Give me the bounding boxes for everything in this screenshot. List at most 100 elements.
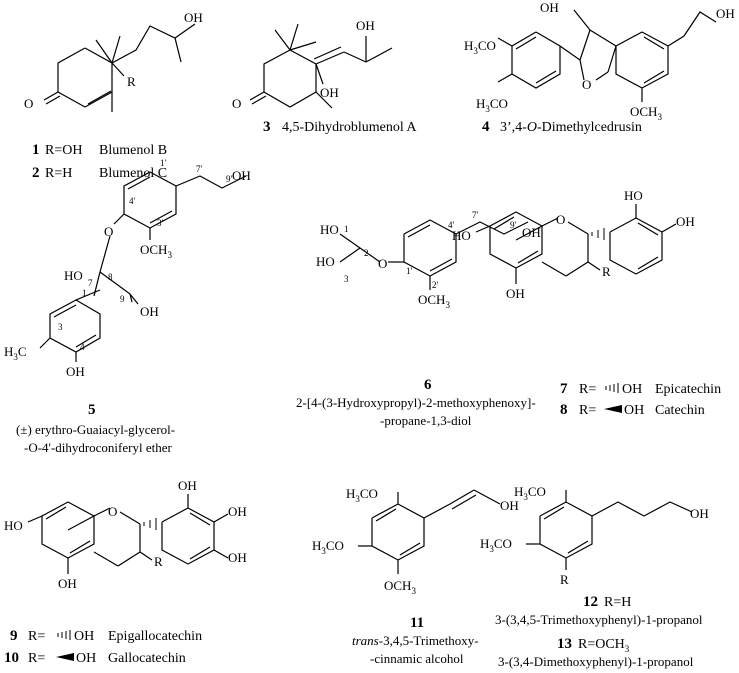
compound-number-10: 10 bbox=[4, 650, 19, 666]
compound-number-13: 13 bbox=[557, 636, 572, 652]
methoxy-label-5: OCH3 bbox=[384, 578, 416, 596]
locant-2: 2 bbox=[364, 248, 369, 258]
hydroxyl-label: OH bbox=[232, 168, 251, 183]
hydroxyl-label: OH bbox=[540, 0, 559, 15]
hydroxyl-label-3p: HO bbox=[624, 188, 643, 203]
compound-name-2: Blumenol C bbox=[99, 166, 167, 181]
structure-blumenol: O OH R bbox=[24, 10, 203, 112]
methoxy-label: OCH3 bbox=[418, 292, 450, 310]
compound-name-5-line2: -O-4'-dihydroconiferyl ether bbox=[24, 440, 172, 455]
hydroxyl-label-7: HO bbox=[452, 228, 471, 243]
compound-12-caption: 12 R=H 3-(3,4,5-Trimethoxyphenyl)-1-prop… bbox=[495, 594, 703, 627]
hydroxyl-label-chain: OH bbox=[716, 6, 735, 21]
compound-label-2: R=H bbox=[45, 166, 72, 181]
compound-number-3: 3 bbox=[263, 119, 271, 135]
ring-oxygen-label: O bbox=[556, 212, 565, 227]
compound-13-caption: 13 R=OCH3 3-(3,4-Dimethoxyphenyl)-1-prop… bbox=[498, 636, 694, 669]
compound-number-8: 8 bbox=[560, 402, 568, 418]
compound-group-7: OH bbox=[622, 382, 642, 397]
compound-name-3: 4,5-Dihydroblumenol A bbox=[282, 120, 417, 135]
locant-7p: 7' bbox=[196, 164, 203, 174]
compound-10-caption: 10 R= OH Gallocatechin bbox=[4, 650, 186, 666]
locant-1p: 1' bbox=[160, 158, 167, 168]
hydroxyl-label: OH bbox=[356, 18, 375, 33]
locant-1: 1 bbox=[344, 224, 349, 234]
ring-oxygen-label: O bbox=[108, 504, 117, 519]
compound-name-13: 3-(3,4-Dimethoxyphenyl)-1-propanol bbox=[498, 654, 694, 669]
compound-name-1: Blumenol B bbox=[99, 143, 167, 158]
r-group-label: R bbox=[154, 554, 163, 569]
compound-name-12: 3-(3,4,5-Trimethoxyphenyl)-1-propanol bbox=[495, 612, 703, 627]
methoxy-label-3p: OCH3 bbox=[140, 242, 172, 260]
compound-label-13: R=OCH3 bbox=[578, 637, 630, 654]
locant-3p: 3' bbox=[157, 218, 164, 228]
compound-label-10: R= bbox=[28, 651, 45, 666]
carbonyl-oxygen-label: O bbox=[24, 96, 33, 111]
hydroxyl-label: OH bbox=[690, 506, 709, 521]
compound-number-1: 1 bbox=[32, 142, 40, 158]
structure-trimethoxyphenyl-propanol: OH H3CO H3CO R bbox=[480, 484, 709, 587]
locant-3: 3 bbox=[58, 322, 63, 332]
structure-dihydroblumenol: O OH OH bbox=[232, 18, 393, 111]
compound-9-caption: 9 R= OH Epigallocatechin bbox=[10, 628, 202, 644]
methoxy-label-3: H3CO bbox=[346, 486, 378, 504]
hydroxyl-label-7: HO bbox=[64, 268, 83, 283]
compound-number-11: 11 bbox=[410, 615, 424, 631]
wedge-bond-icon bbox=[604, 405, 622, 413]
r-group-label: R bbox=[560, 572, 569, 587]
methoxy-label-3: H3CO bbox=[514, 484, 546, 502]
hydroxyl-label-1: HO bbox=[320, 222, 339, 237]
hydroxyl-label-5: OH bbox=[506, 286, 525, 301]
locant-1: 1 bbox=[82, 288, 87, 298]
locant-9: 9 bbox=[120, 294, 125, 304]
hydroxyl-label-7: HO bbox=[4, 518, 23, 533]
hydroxyl-label-3p: OH bbox=[178, 478, 197, 493]
locant-9p: 9' bbox=[226, 174, 233, 184]
compound-label-8: R= bbox=[579, 403, 596, 418]
locant-4: 4 bbox=[80, 342, 85, 352]
locant-2p: 2' bbox=[432, 280, 439, 290]
compound-name-10: Gallocatechin bbox=[108, 651, 186, 666]
hydroxyl-label-3: HO bbox=[316, 254, 335, 269]
hydroxyl-label-5: OH bbox=[58, 576, 77, 591]
structure-trimethoxycinnamic-alcohol: OH H3CO H3CO OCH3 bbox=[312, 486, 519, 596]
compound-number-7: 7 bbox=[560, 381, 568, 397]
compound-name-4: 3’,4-O-Dimethylcedrusin bbox=[500, 120, 642, 135]
compound-name-9: Epigallocatechin bbox=[108, 629, 202, 644]
compound-7-caption: 7 R= OH Epicatechin bbox=[560, 381, 721, 397]
methoxy-label-7: OCH3 bbox=[630, 104, 662, 122]
structure-guaiacylglycerol-ether: OH O HO OH OH OCH3 H3C 1' 7' 9' 4' 3' 7 … bbox=[4, 158, 251, 379]
compound-number-6: 6 bbox=[424, 377, 432, 393]
compound-name-8: Catechin bbox=[655, 403, 705, 418]
methoxy-label-3p: H3CO bbox=[476, 96, 508, 114]
hydroxyl-label-ring: OH bbox=[320, 85, 339, 100]
carbonyl-oxygen-label: O bbox=[232, 96, 241, 111]
hydroxyl-label-4: OH bbox=[66, 364, 85, 379]
hydroxyl-label-5p: OH bbox=[228, 550, 247, 565]
r-group-label: R bbox=[602, 264, 611, 279]
locant-4p: 4' bbox=[448, 220, 455, 230]
wedge-bond-icon bbox=[56, 653, 74, 661]
ether-oxygen-label: O bbox=[104, 224, 113, 239]
methoxy-label-3: H3C bbox=[4, 344, 27, 362]
locant-9p: 9' bbox=[510, 220, 517, 230]
compound-name-7: Epicatechin bbox=[655, 382, 721, 397]
locant-3: 3 bbox=[344, 274, 349, 284]
compound-name-6-line1: 2-[4-(3-Hydroxypropyl)-2-methoxyphenoxy]… bbox=[296, 395, 536, 410]
locant-4p: 4' bbox=[129, 196, 136, 206]
compound-number-12: 12 bbox=[583, 594, 598, 610]
structure-dimethylcedrusin: OH OH O H3CO H3CO OCH3 bbox=[464, 0, 735, 122]
compound-number-5: 5 bbox=[88, 402, 96, 418]
methoxy-label-4: H3CO bbox=[480, 536, 512, 554]
compound-number-4: 4 bbox=[482, 119, 490, 135]
locant-7: 7 bbox=[88, 278, 93, 288]
hydroxyl-label-9: OH bbox=[140, 304, 159, 319]
hydroxyl-label-4p: OH bbox=[228, 504, 247, 519]
structure-hydroxypropyl-methoxyphenoxy-propanediol: OH O HO HO OCH3 7' 9' 1 2 3 4' 1' 2' bbox=[316, 210, 541, 310]
methoxy-label-4: H3CO bbox=[464, 38, 496, 56]
compound-group-9: OH bbox=[74, 629, 94, 644]
hydroxyl-label: OH bbox=[184, 10, 203, 25]
locant-1p: 1' bbox=[406, 266, 413, 276]
locant-7p: 7' bbox=[472, 210, 479, 220]
